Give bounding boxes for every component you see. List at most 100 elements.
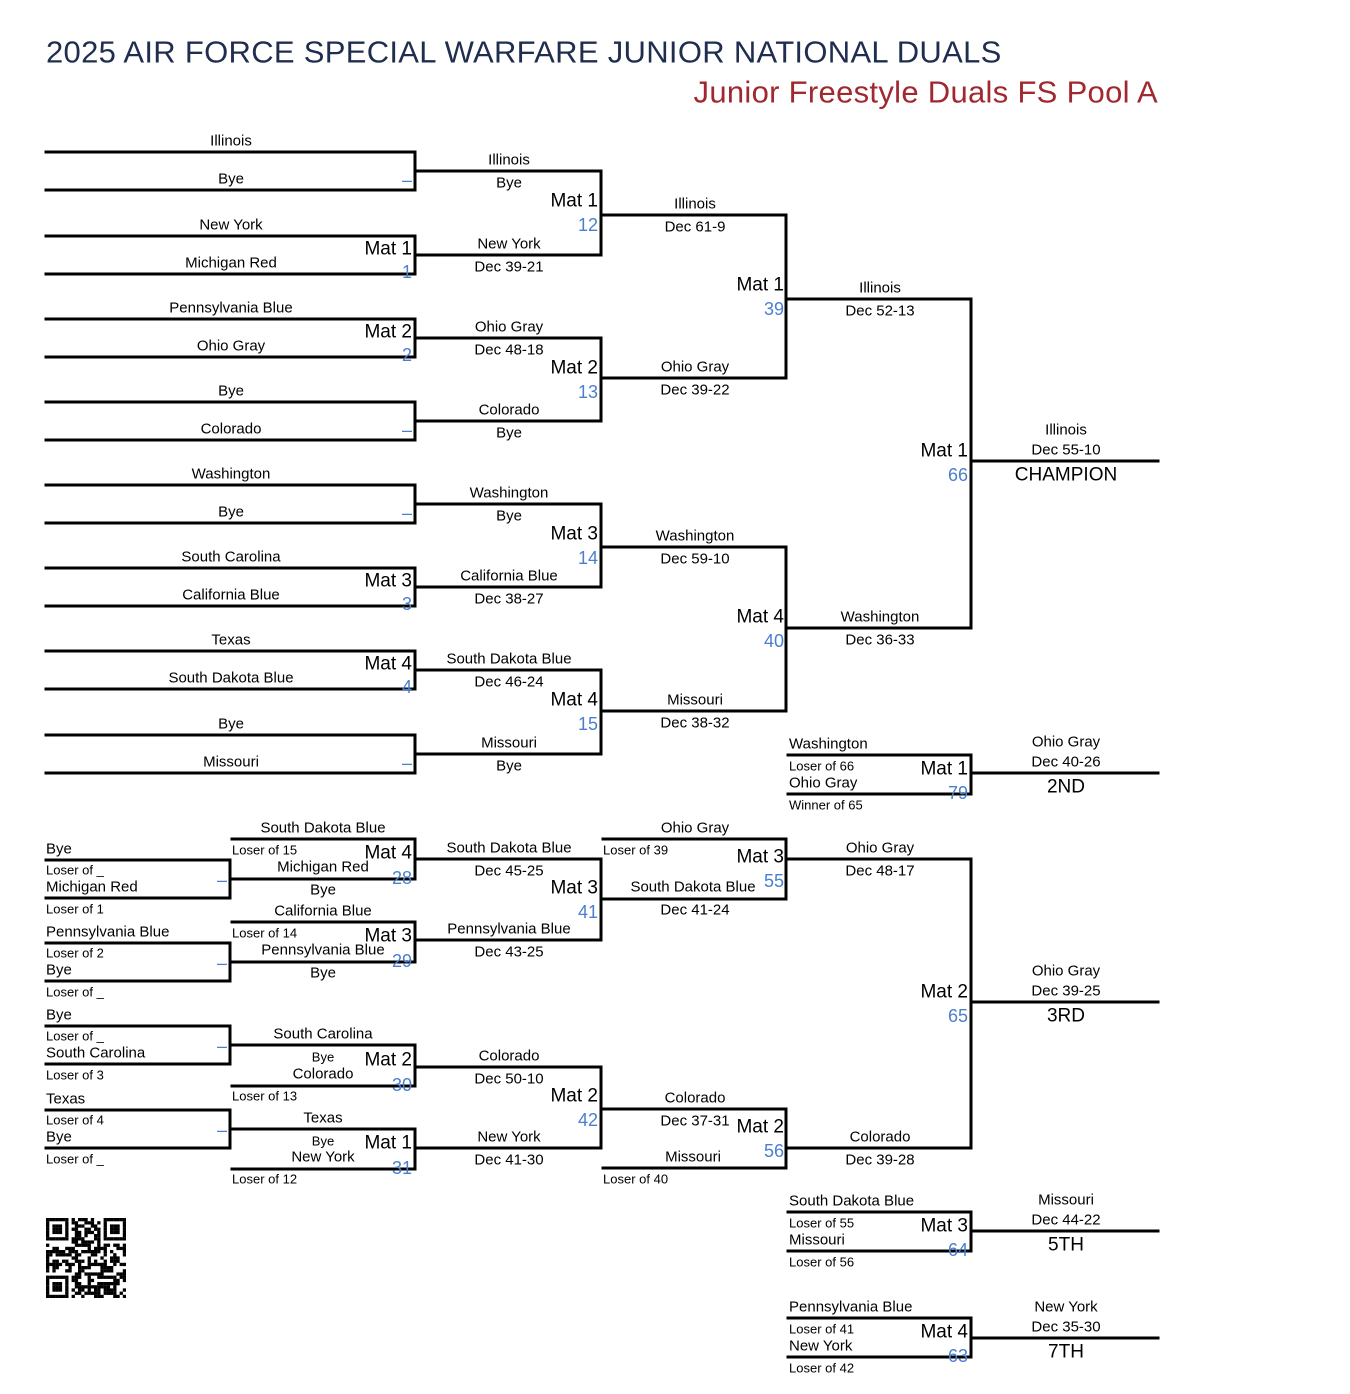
match-number[interactable]: 30 <box>391 1075 412 1095</box>
mat-label: Mat 2 <box>364 1049 412 1070</box>
wrestler-team-name[interactable]: South Carolina <box>273 1025 373 1043</box>
wrestler-team-name[interactable]: New York <box>789 1337 853 1355</box>
match-number[interactable]: 64 <box>947 1240 968 1260</box>
wrestler-team-name[interactable]: South Carolina <box>46 1044 146 1062</box>
match-result: Dec 44-22 <box>1031 1211 1101 1229</box>
source-label: Loser of 15 <box>232 842 298 858</box>
match-number[interactable]: 1 <box>401 262 412 282</box>
winner-name: Colorado <box>849 1128 911 1146</box>
wrestler-team-name[interactable]: Missouri <box>665 1148 721 1166</box>
wrestler-team-name[interactable]: Bye <box>218 503 244 521</box>
wrestler-team-name[interactable]: Bye <box>46 1006 72 1024</box>
wrestler-team-name[interactable]: Pennsylvania Blue <box>789 1298 913 1316</box>
wrestler-team-name[interactable]: Michigan Red <box>185 254 277 272</box>
wrestler-team-name[interactable]: Texas <box>303 1109 343 1127</box>
match-number[interactable]: 3 <box>401 594 412 614</box>
match-number[interactable]: 28 <box>391 868 412 888</box>
winner-name: Washington <box>469 484 549 502</box>
place-label: CHAMPION <box>1014 464 1118 486</box>
match-number[interactable]: 66 <box>947 465 968 485</box>
mat-label: Mat 1 <box>736 274 784 295</box>
match-number[interactable]: – <box>216 1036 227 1056</box>
wrestler-team-name[interactable]: Bye <box>46 961 72 979</box>
mat-label: Mat 4 <box>364 653 412 675</box>
match-number[interactable]: 2 <box>401 345 412 365</box>
wrestler-team-name[interactable]: Pennsylvania Blue <box>261 941 385 959</box>
match-result: Bye <box>496 507 522 525</box>
match-number[interactable]: 39 <box>763 298 784 319</box>
wrestler-team-name[interactable]: South Dakota Blue <box>260 819 386 837</box>
match-number[interactable]: 12 <box>577 215 598 235</box>
wrestler-team-name[interactable]: New York <box>291 1148 355 1166</box>
match-number[interactable]: – <box>401 420 412 440</box>
match-number[interactable]: – <box>401 753 412 773</box>
source-label: Loser of 41 <box>789 1321 855 1337</box>
match-number[interactable]: 56 <box>763 1141 784 1161</box>
match-number[interactable]: 79 <box>947 783 968 803</box>
source-label: Loser of 4 <box>46 1112 104 1128</box>
match-number[interactable]: 4 <box>401 677 412 697</box>
wrestler-team-name[interactable]: Colorado <box>200 420 262 438</box>
wrestler-team-name[interactable]: Pennsylvania Blue <box>46 923 170 941</box>
winner-name: Illinois <box>859 279 901 297</box>
wrestler-team-name[interactable]: Bye <box>46 840 72 858</box>
wrestler-team-name[interactable]: Illinois <box>210 132 252 150</box>
match-number[interactable]: – <box>216 953 227 973</box>
match-result: Dec 52-13 <box>845 302 915 320</box>
wrestler-team-name[interactable]: Colorado <box>292 1065 354 1083</box>
wrestler-team-name[interactable]: South Carolina <box>181 548 281 566</box>
wrestler-team-name[interactable]: Ohio Gray <box>196 337 266 355</box>
wrestler-team-name[interactable]: Bye <box>46 1128 72 1146</box>
match-number[interactable]: 65 <box>947 1006 968 1026</box>
match-number[interactable]: – <box>401 503 412 523</box>
wrestler-team-name[interactable]: Missouri <box>203 753 259 771</box>
match-number[interactable]: 29 <box>391 951 412 971</box>
match-number[interactable]: – <box>401 170 412 190</box>
source-label: Loser of _ <box>46 984 104 1000</box>
wrestler-team-name[interactable]: Washington <box>789 735 868 753</box>
wrestler-team-name[interactable]: Missouri <box>789 1231 845 1249</box>
wrestler-team-name[interactable]: Texas <box>46 1090 86 1108</box>
wrestler-team-name[interactable]: Texas <box>211 631 251 649</box>
match-number[interactable]: – <box>216 870 227 890</box>
match-number[interactable]: 31 <box>391 1158 412 1178</box>
match-number[interactable]: 13 <box>577 381 598 402</box>
match-result: Dec 61-9 <box>664 218 726 236</box>
wrestler-team-name[interactable]: South Dakota Blue <box>789 1192 915 1210</box>
wrestler-team-name[interactable]: Michigan Red <box>277 858 369 876</box>
mat-label: Mat 1 <box>550 190 598 212</box>
wrestler-team-name[interactable]: Ohio Gray <box>660 819 730 837</box>
source-label: Loser of 66 <box>789 758 855 774</box>
match-number[interactable]: 55 <box>763 871 784 891</box>
wrestler-team-name[interactable]: Bye <box>218 170 244 188</box>
match-number[interactable]: 40 <box>763 631 784 651</box>
wrestler-team-name[interactable]: Michigan Red <box>46 878 138 896</box>
wrestler-team-name[interactable]: Bye <box>218 715 244 733</box>
match-number[interactable]: – <box>216 1120 227 1140</box>
source-label: Loser of 55 <box>789 1215 855 1231</box>
wrestler-team-name[interactable]: South Dakota Blue <box>168 669 294 687</box>
qr-code[interactable] <box>46 1218 126 1298</box>
winner-name: Washington <box>840 608 920 626</box>
wrestler-team-name[interactable]: California Blue <box>182 586 280 604</box>
wrestler-team-name[interactable]: Pennsylvania Blue <box>169 299 293 317</box>
match-number[interactable]: 14 <box>577 547 598 568</box>
wrestler-team-name[interactable]: California Blue <box>274 902 372 920</box>
mat-label: Mat 3 <box>736 846 784 868</box>
mat-label: Mat 2 <box>736 1116 784 1138</box>
wrestler-team-name[interactable]: Ohio Gray <box>789 774 858 792</box>
wrestler-team-name[interactable]: New York <box>199 216 263 234</box>
wrestler-team-name[interactable]: Bye <box>218 382 244 400</box>
mat-label: Mat 2 <box>550 357 598 378</box>
place-label: 7TH <box>1048 1341 1084 1363</box>
winner-name: New York <box>1034 1298 1098 1316</box>
winner-name: Missouri <box>667 691 723 709</box>
place-label: 3RD <box>1046 1005 1086 1027</box>
match-number[interactable]: 42 <box>577 1109 598 1130</box>
wrestler-team-name[interactable]: Washington <box>191 465 271 483</box>
mat-label: Mat 1 <box>364 1132 412 1154</box>
winner-name: Missouri <box>481 734 537 752</box>
match-number[interactable]: 63 <box>947 1346 968 1366</box>
match-number[interactable]: 41 <box>577 901 598 922</box>
match-number[interactable]: 15 <box>577 714 598 734</box>
